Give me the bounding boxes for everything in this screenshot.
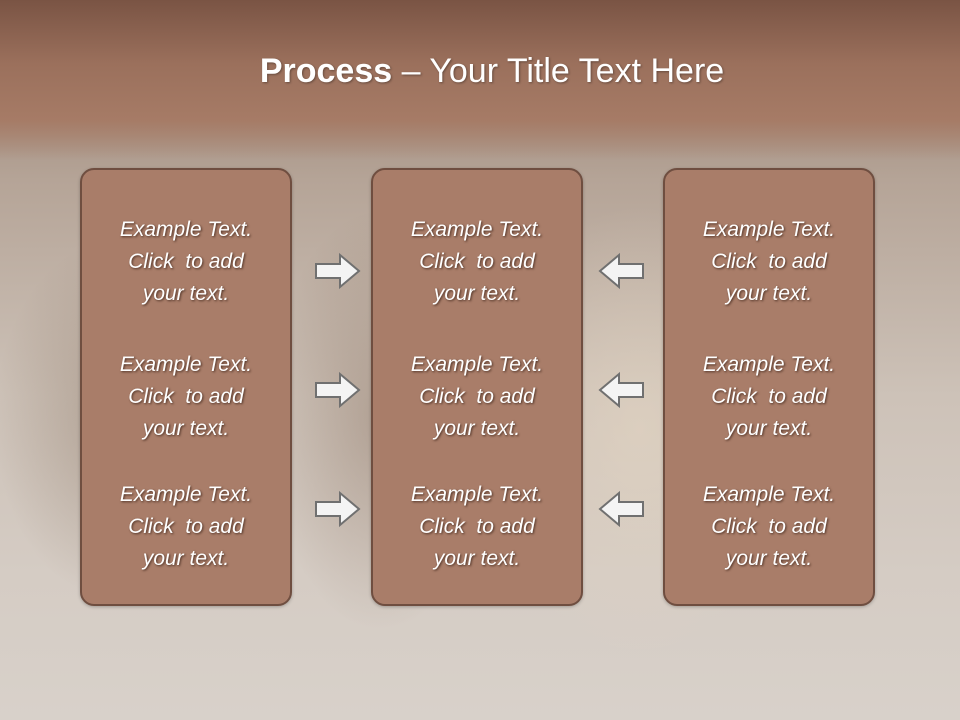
text-line: your text. xyxy=(142,282,230,305)
right-arrow-icon[interactable] xyxy=(314,490,362,528)
title-rest: – Your Title Text Here xyxy=(392,52,725,90)
text-line: your text. xyxy=(142,547,230,570)
text-line: Example Text. xyxy=(702,483,836,506)
right-arrow-icon[interactable] xyxy=(314,252,362,290)
process-box-center[interactable]: Example Text. Click to add your text. Ex… xyxy=(371,168,583,606)
text-placeholder[interactable]: Example Text. Click to add your text. xyxy=(82,479,290,575)
text-line: your text. xyxy=(725,282,813,305)
left-arrow-icon[interactable] xyxy=(597,252,645,290)
slide-title[interactable]: Process – Your Title Text Here xyxy=(0,52,960,91)
text-placeholder[interactable]: Example Text. Click to add your text. xyxy=(665,479,873,575)
text-line: Example Text. xyxy=(702,218,836,241)
process-box-right[interactable]: Example Text. Click to add your text. Ex… xyxy=(663,168,875,606)
text-line: your text. xyxy=(142,417,230,440)
text-line: Click to add xyxy=(711,250,827,273)
text-line: Click to add xyxy=(419,515,535,538)
text-line: Example Text. xyxy=(119,483,253,506)
text-line: your text. xyxy=(725,547,813,570)
text-line: Example Text. xyxy=(410,483,544,506)
text-line: your text. xyxy=(433,417,521,440)
text-placeholder[interactable]: Example Text. Click to add your text. xyxy=(665,214,873,310)
text-placeholder[interactable]: Example Text. Click to add your text. xyxy=(82,349,290,445)
text-placeholder[interactable]: Example Text. Click to add your text. xyxy=(373,349,581,445)
text-line: Example Text. xyxy=(410,353,544,376)
text-line: Example Text. xyxy=(119,353,253,376)
left-arrow-icon[interactable] xyxy=(597,490,645,528)
text-line: Click to add xyxy=(419,385,535,408)
text-placeholder[interactable]: Example Text. Click to add your text. xyxy=(665,349,873,445)
left-arrow-icon[interactable] xyxy=(597,371,645,409)
text-line: Click to add xyxy=(128,515,244,538)
text-placeholder[interactable]: Example Text. Click to add your text. xyxy=(373,214,581,310)
text-placeholder[interactable]: Example Text. Click to add your text. xyxy=(373,479,581,575)
text-line: your text. xyxy=(433,282,521,305)
title-bold: Process xyxy=(259,52,393,90)
title-band xyxy=(0,0,960,160)
text-line: your text. xyxy=(725,417,813,440)
text-line: Click to add xyxy=(711,385,827,408)
process-box-left[interactable]: Example Text. Click to add your text. Ex… xyxy=(80,168,292,606)
text-line: Click to add xyxy=(419,250,535,273)
text-line: Example Text. xyxy=(702,353,836,376)
right-arrow-icon[interactable] xyxy=(314,371,362,409)
text-placeholder[interactable]: Example Text. Click to add your text. xyxy=(82,214,290,310)
text-line: Click to add xyxy=(128,250,244,273)
text-line: Example Text. xyxy=(119,218,253,241)
text-line: Example Text. xyxy=(410,218,544,241)
text-line: Click to add xyxy=(128,385,244,408)
text-line: Click to add xyxy=(711,515,827,538)
text-line: your text. xyxy=(433,547,521,570)
